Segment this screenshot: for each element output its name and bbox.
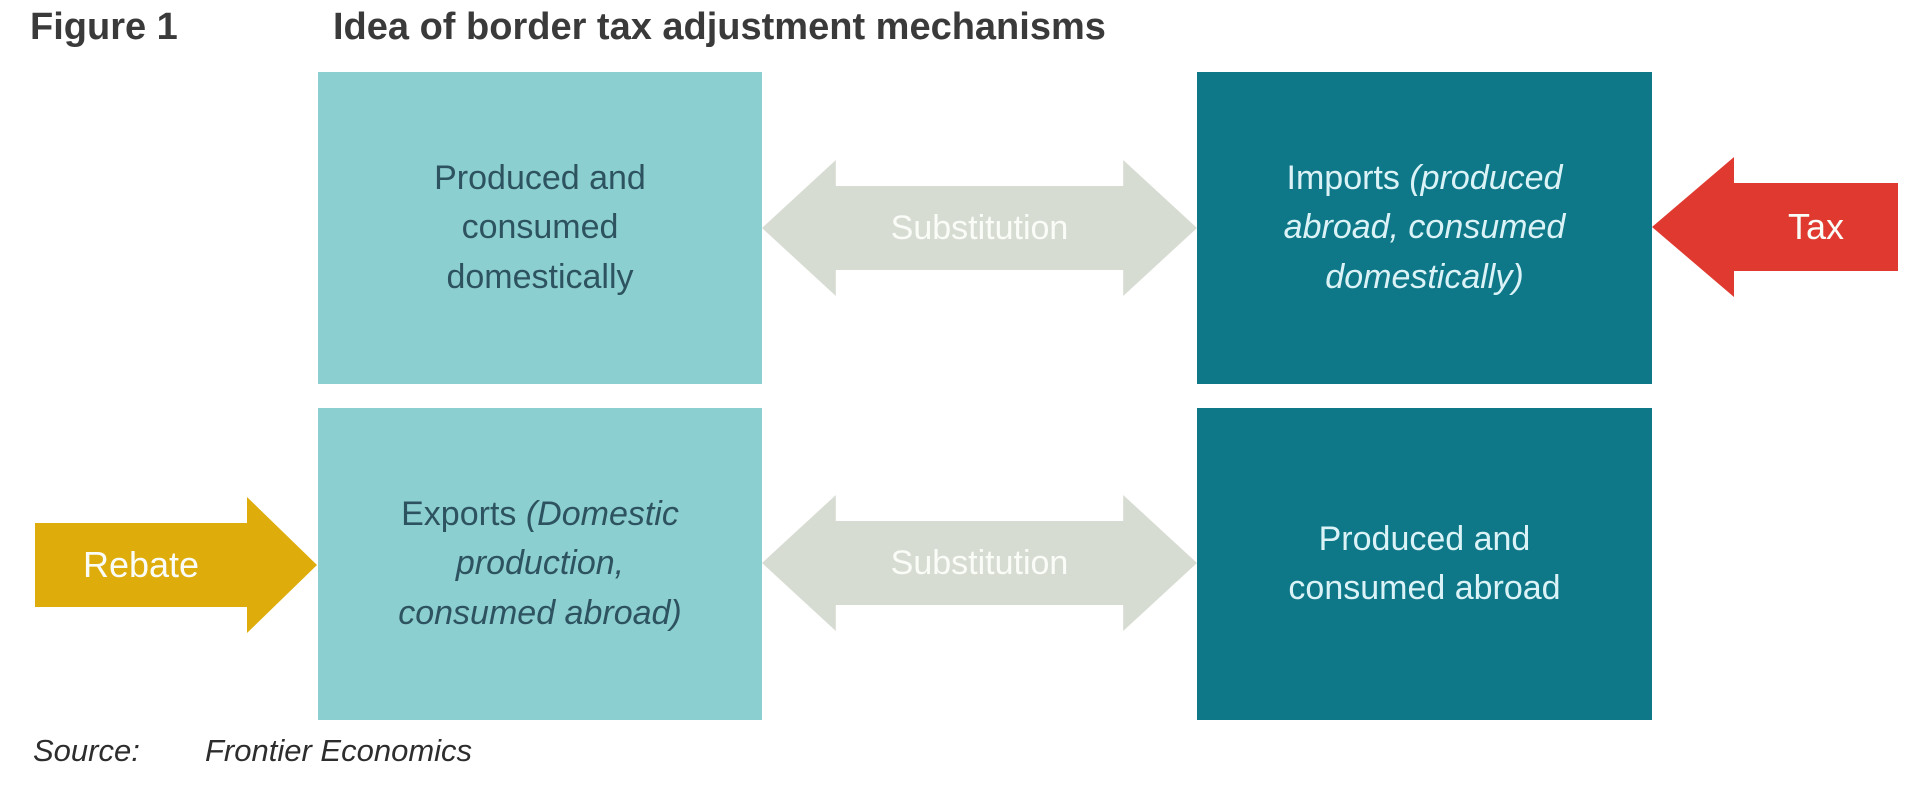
figure-title: Idea of border tax adjustment mechanisms — [333, 6, 1106, 48]
box-text: Produced and consumed abroad — [1288, 519, 1561, 607]
box-imports: Imports (produced abroad, consumed domes… — [1197, 72, 1652, 384]
box-produced-consumed-abroad: Produced and consumed abroad — [1197, 408, 1652, 720]
figure-number: Figure 1 — [30, 6, 178, 48]
box-produced-consumed-domestically: Produced and consumed domestically — [318, 72, 762, 384]
box-text-italic: (Domestic production, consumed abroad) — [398, 495, 682, 632]
substitution-arrow-top: Substitution — [762, 160, 1197, 296]
figure-header: Figure 1 Idea of border tax adjustment m… — [30, 6, 1106, 49]
box-exports: Exports (Domestic production, consumed a… — [318, 408, 762, 720]
box-text-italic: (produced abroad, consumed domestically) — [1283, 159, 1566, 296]
source-line: Source: Frontier Economics — [33, 733, 472, 769]
source-label: Source: — [33, 733, 140, 768]
rebate-arrow: Rebate — [35, 497, 317, 633]
tax-arrow: Tax — [1652, 157, 1898, 297]
double-arrow-icon — [762, 160, 1197, 296]
right-arrow-icon — [35, 497, 317, 633]
double-arrow-icon — [762, 495, 1197, 631]
source-value: Frontier Economics — [205, 733, 473, 768]
rebate-label: Rebate — [82, 544, 200, 585]
box-text: Imports (produced abroad, consumed domes… — [1249, 154, 1601, 302]
box-text: Produced and consumed domestically — [434, 159, 646, 296]
substitution-arrow-bottom: Substitution — [762, 495, 1197, 631]
tax-label: Tax — [1787, 206, 1845, 247]
box-text-normal: Imports — [1286, 159, 1400, 198]
left-arrow-icon — [1652, 157, 1898, 297]
box-text-normal: Exports — [401, 495, 517, 534]
box-text: Exports (Domestic production, consumed a… — [384, 490, 696, 638]
substitution-label: Substitution — [890, 208, 1069, 247]
substitution-label: Substitution — [890, 543, 1069, 582]
